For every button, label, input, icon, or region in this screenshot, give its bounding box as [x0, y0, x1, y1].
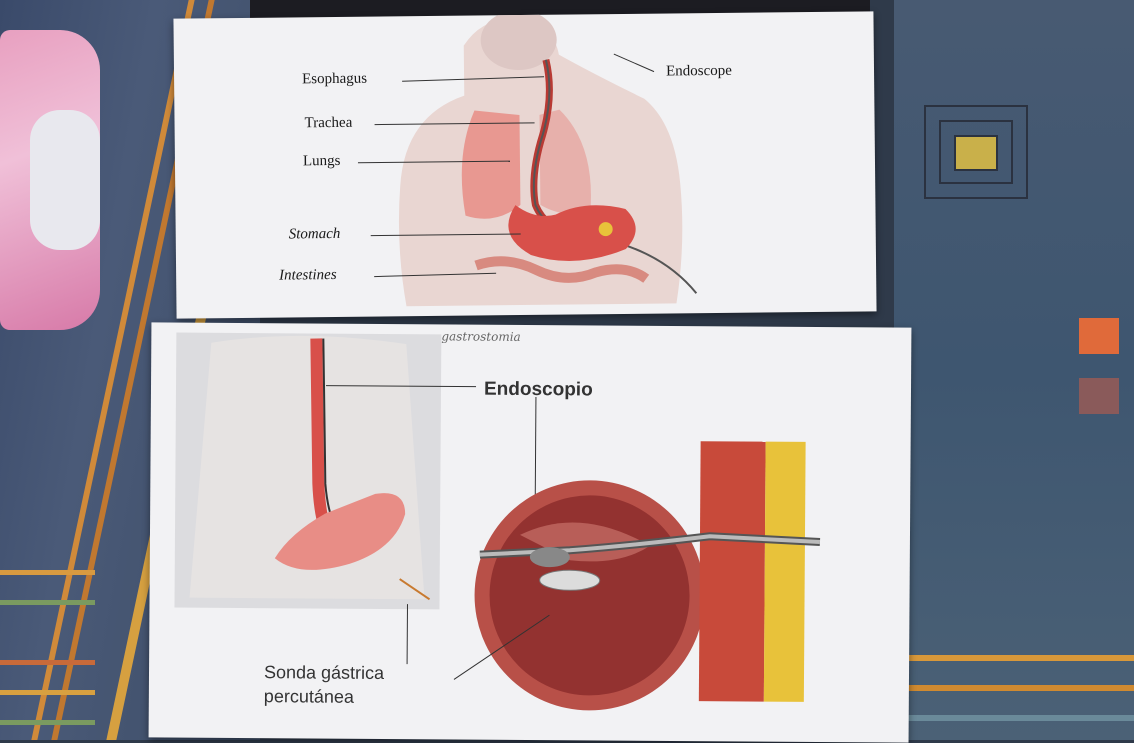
- label-sonda-line2: percutánea: [264, 686, 354, 708]
- label-lungs: Lungs: [303, 153, 341, 170]
- rug-brown-patch: [1079, 378, 1119, 414]
- label-esophagus: Esophagus: [302, 71, 367, 89]
- rug-line: [0, 720, 95, 725]
- rug-line: [894, 685, 1134, 691]
- rug-line: [0, 600, 95, 605]
- label-stomach: Stomach: [289, 226, 341, 244]
- label-sonda-line1: Sonda gástrica: [264, 662, 384, 684]
- rug-line: [894, 715, 1134, 721]
- muscle-layer: [699, 441, 766, 701]
- gastrostomy-card-spanish: gastrostomia Endoscopio Sonda gástrica p…: [149, 322, 912, 742]
- anatomy-card-english: Esophagus Trachea Lungs Stomach Intestin…: [173, 11, 876, 318]
- handwritten-title: gastrostomia: [441, 329, 520, 344]
- rug-right-background: [894, 0, 1134, 740]
- bumper-disc: [540, 570, 600, 590]
- leader-line-endoscope: [614, 54, 654, 72]
- label-endoscope: Endoscope: [666, 63, 732, 81]
- rug-line: [0, 660, 95, 665]
- rug-square-inner: [954, 135, 998, 171]
- label-intestines: Intestines: [279, 267, 337, 285]
- label-trachea: Trachea: [304, 115, 352, 132]
- rug-line: [0, 570, 95, 575]
- lung-left: [461, 110, 520, 219]
- white-toy-object: [30, 110, 100, 250]
- label-endoscopio: Endoscopio: [484, 379, 593, 402]
- rug-orange-patch: [1079, 318, 1119, 354]
- fat-layer: [764, 442, 806, 702]
- rug-line: [894, 655, 1134, 661]
- rug-line: [0, 690, 95, 695]
